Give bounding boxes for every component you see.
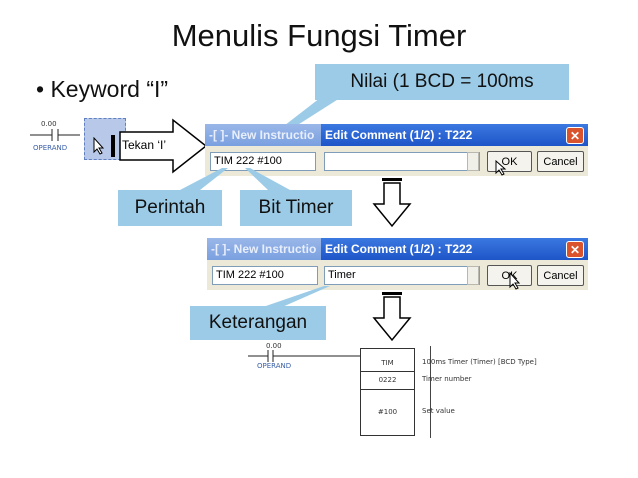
- timer-desc-set: Set value: [422, 407, 455, 415]
- timer-block-divider-2: [361, 389, 414, 390]
- edit-comment-titlebar-2: Edit Comment (1/2) : T222: [321, 238, 588, 260]
- cancel-button-1[interactable]: Cancel: [537, 151, 584, 172]
- edit-comment-title-1: Edit Comment (1/2) : T222: [325, 128, 473, 142]
- callout-keterangan: Keterangan: [190, 306, 326, 340]
- edit-comment-dialog-1: Edit Comment (1/2) : T222 ✕ OK Cancel: [321, 124, 588, 176]
- close-icon[interactable]: ✕: [566, 127, 584, 144]
- timer-block-name: TIM: [381, 359, 394, 367]
- cursor-arrow-icon: [509, 272, 521, 290]
- timer-block-set: #100: [377, 408, 398, 416]
- ladder-right-rail: [430, 346, 431, 438]
- edit-comment-title-2: Edit Comment (1/2) : T222: [325, 242, 473, 256]
- callout-nilai: Nilai (1 BCD = 100ms: [315, 64, 569, 100]
- insertion-bar: [111, 135, 115, 157]
- cursor-arrow-icon: [495, 160, 507, 176]
- comment-spinner-2[interactable]: [467, 266, 479, 285]
- comment-input-1[interactable]: [324, 152, 480, 171]
- callout-bit-timer: Bit Timer: [240, 190, 352, 226]
- timer-desc-name: 100ms Timer (Timer) [BCD Type]: [422, 358, 537, 366]
- ladder-result-value: 0.00: [266, 342, 282, 350]
- edit-comment-titlebar-1: Edit Comment (1/2) : T222: [321, 124, 588, 146]
- bullet-keyword: • Keyword “I”: [36, 76, 169, 102]
- callout-keterangan-pointer: [260, 286, 330, 308]
- cursor-arrow-icon: [93, 137, 105, 155]
- timer-block-number: 0222: [378, 376, 397, 384]
- new-instruction-dialog-1: -[ ]- New Instructio TIM 222 #100: [205, 124, 321, 176]
- comment-input-2[interactable]: Timer: [324, 266, 480, 285]
- ok-button-1[interactable]: OK: [487, 151, 532, 172]
- selected-ladder-cell[interactable]: [84, 118, 126, 160]
- timer-block-divider-1: [361, 371, 414, 372]
- right-arrow-icon: [119, 118, 208, 174]
- callout-perintah: Perintah: [118, 190, 222, 226]
- new-instruction-titlebar-2: -[ ]- New Instructio: [207, 238, 323, 260]
- timer-block: TIM 0222 #100: [360, 348, 415, 436]
- down-arrow-icon: [372, 292, 412, 342]
- callout-pointers-1: [180, 168, 290, 190]
- tekan-label: Tekan ‘I’: [122, 138, 167, 152]
- instruction-input-2[interactable]: TIM 222 #100: [212, 266, 318, 285]
- ladder-result-contact: [248, 350, 360, 362]
- close-icon[interactable]: ✕: [566, 241, 584, 258]
- slide-title: Menulis Fungsi Timer: [171, 18, 467, 53]
- ladder-result-operand: OPERAND: [257, 362, 292, 370]
- new-instruction-dialog-2: -[ ]- New Instructio TIM 222 #100: [207, 238, 323, 290]
- new-instruction-titlebar-1: -[ ]- New Instructio: [205, 124, 321, 146]
- ladder-top-value: 0.00: [41, 120, 57, 128]
- instruction-input-1[interactable]: TIM 222 #100: [210, 152, 316, 171]
- timer-desc-number: Timer number: [422, 375, 472, 383]
- down-arrow-icon: [372, 178, 412, 228]
- cancel-button-2[interactable]: Cancel: [537, 265, 584, 286]
- edit-comment-dialog-2: Edit Comment (1/2) : T222 ✕ Timer OK Can…: [321, 238, 588, 290]
- comment-spinner-1[interactable]: [467, 152, 479, 171]
- ladder-top-operand: OPERAND: [33, 144, 68, 152]
- ladder-top-contact: [30, 129, 80, 141]
